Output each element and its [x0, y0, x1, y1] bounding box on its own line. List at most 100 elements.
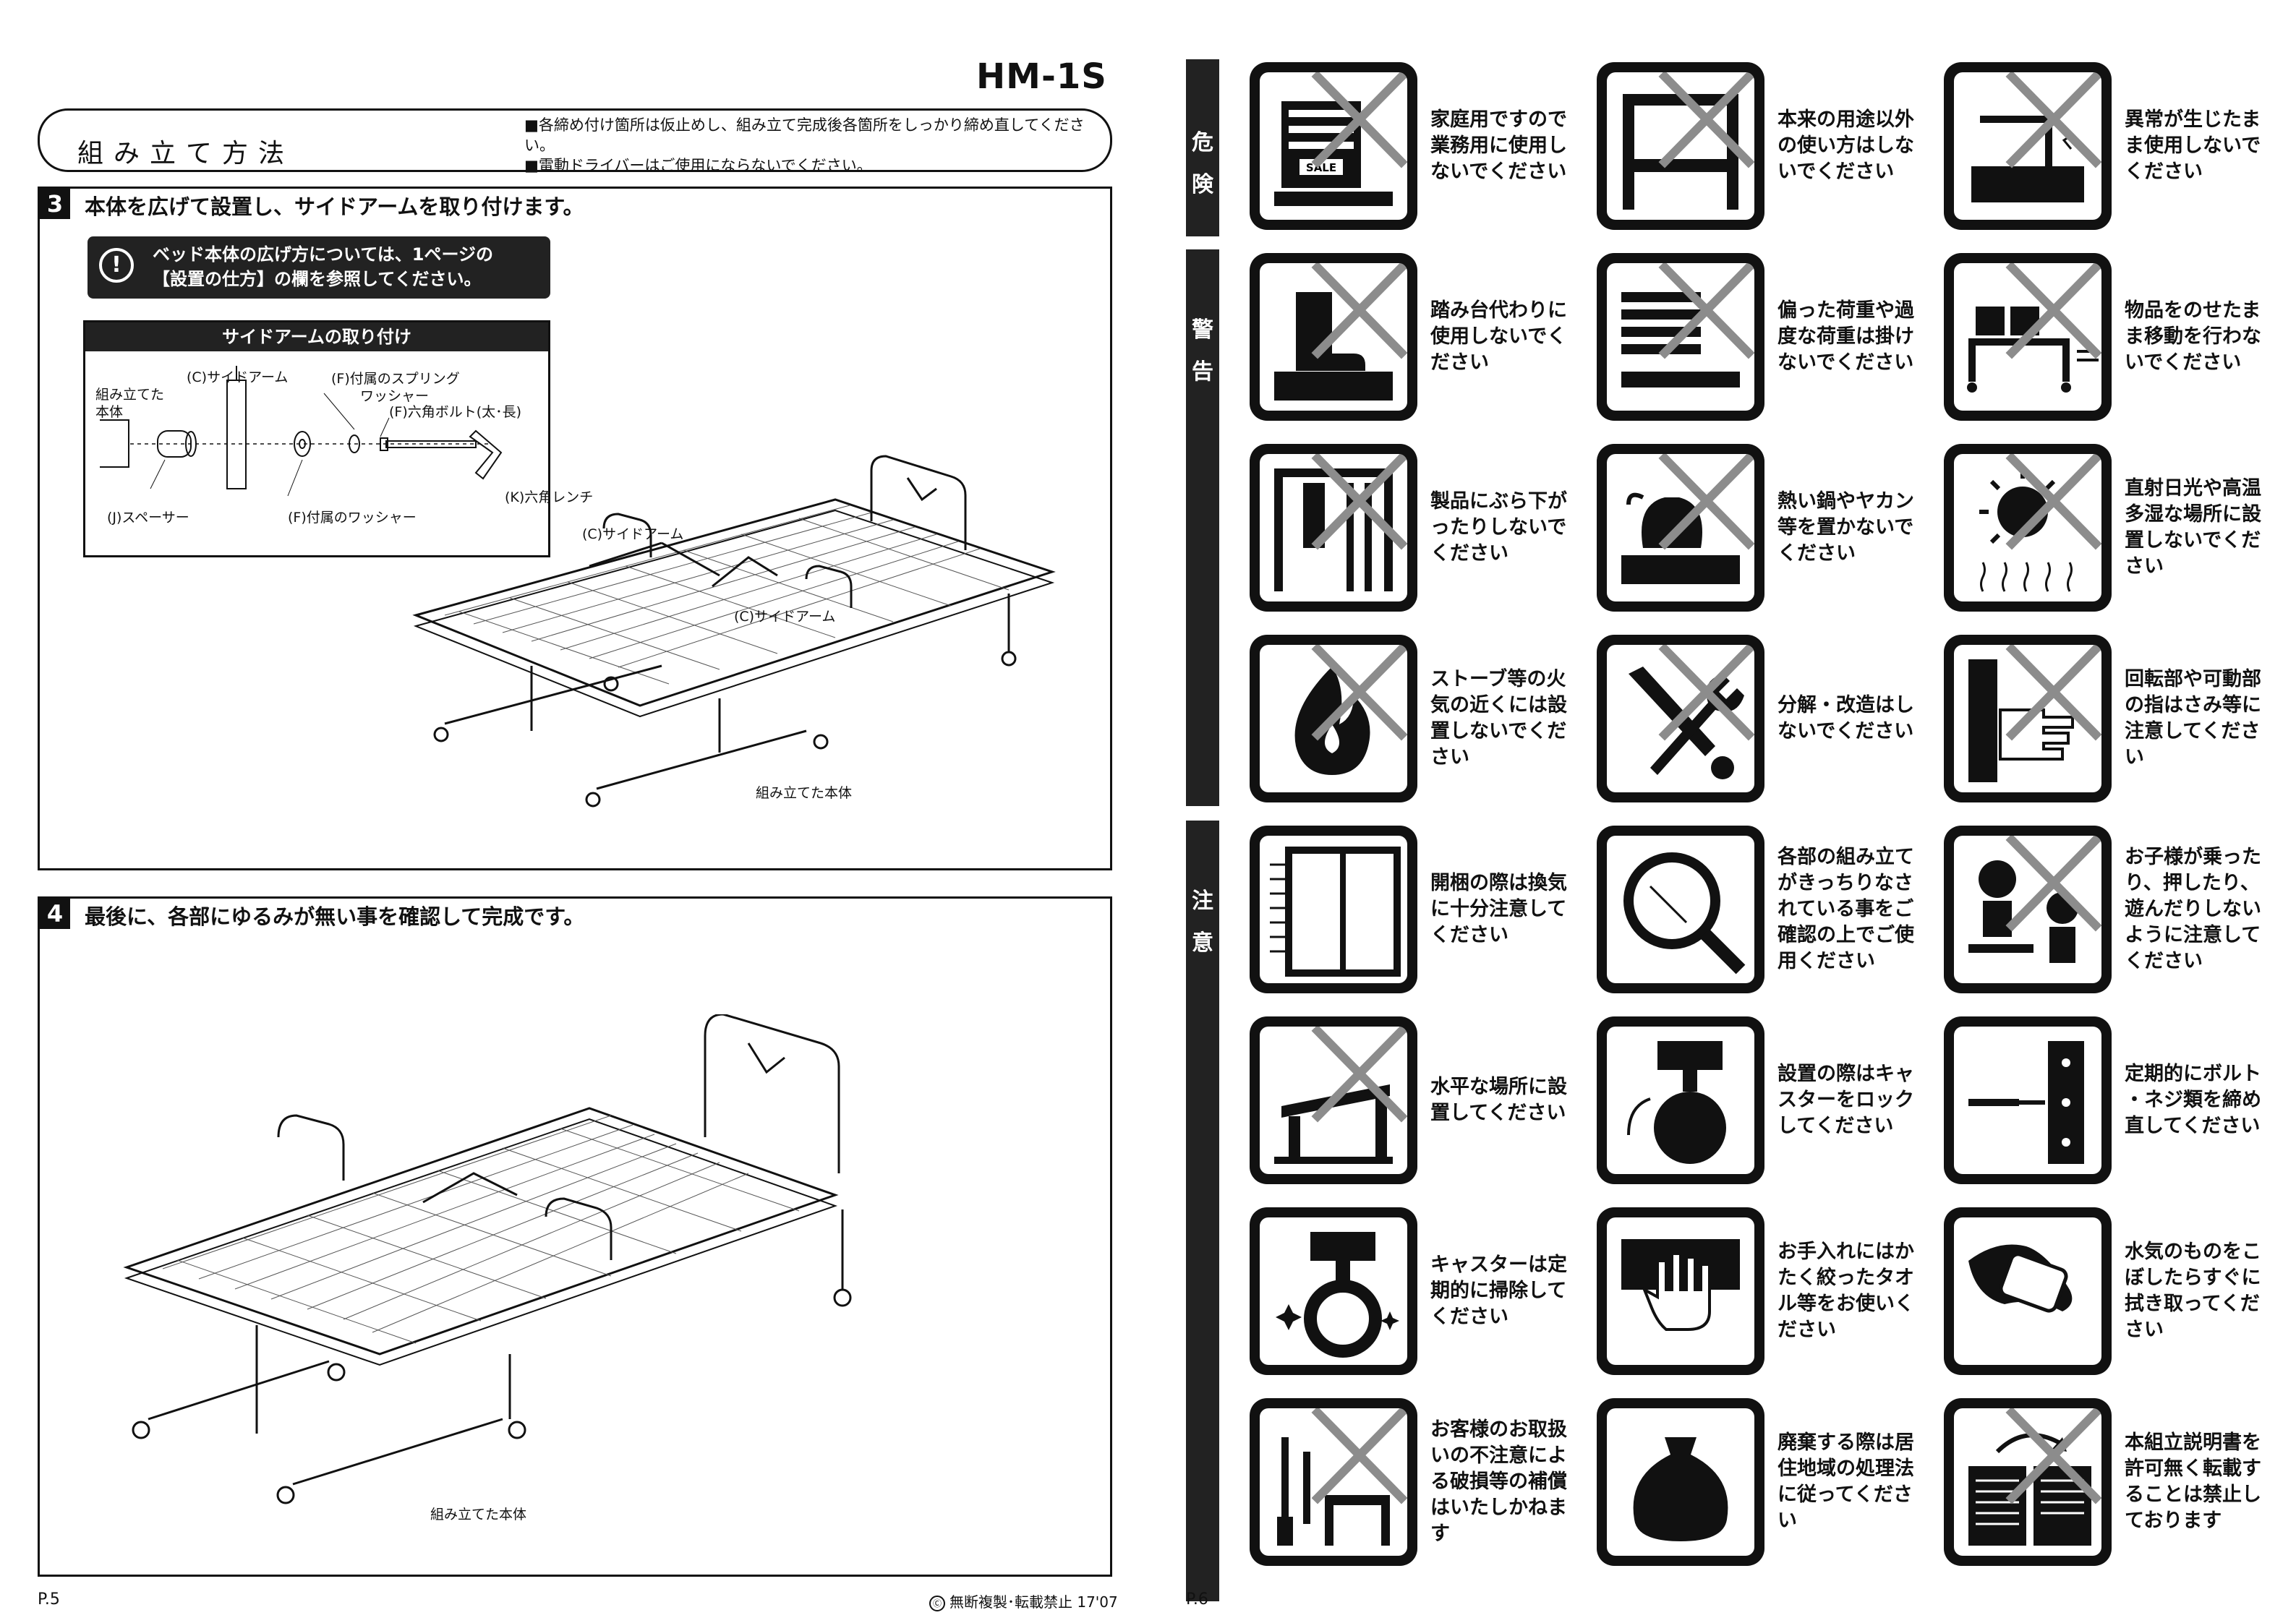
bed-illustration-step3 — [412, 455, 1056, 808]
warning-text-line: いの不注意によ — [1430, 1444, 1567, 1467]
warning-item: 踏み台代わりに使用しないでください — [1250, 253, 1582, 427]
warning-text-line: 開梱の際は換気 — [1430, 872, 1567, 894]
warning-text-line: 拭き取ってくだ — [2125, 1293, 2260, 1315]
step-number: 4 — [40, 899, 70, 929]
label-washer: (F)付属のワッシャー — [288, 510, 417, 526]
warning-text-line: 確認の上でご使 — [1778, 924, 1914, 946]
warning-text-line: 注意してくださ — [2125, 720, 2261, 742]
label-spring-washer: (F)付属のスプリング — [331, 371, 460, 387]
warning-item: 本組立説明書を許可無く転載することは禁止しております — [1944, 1398, 2276, 1572]
step-3-panel: 3 本体を広げて設置し、サイドアームを取り付けます。 ! ベッド本体の広げ方につ… — [38, 187, 1112, 870]
section-char: 危 — [1192, 130, 1213, 155]
caster-lock-icon — [1597, 1016, 1764, 1184]
warning-item: 異常が生じたまま使用しないでください — [1944, 62, 2276, 236]
warning-text-line: す — [1430, 1523, 1450, 1545]
section-danger: 危 険 — [1186, 59, 1219, 236]
bed-illustration-step4 — [123, 1014, 852, 1504]
label-hex-wrench: (K)六角レンチ — [505, 489, 594, 505]
warning-text-line: ることは禁止し — [2125, 1483, 2261, 1506]
warning-item: 偏った荷重や過度な荷重は掛けないでください — [1597, 253, 1929, 427]
tilted-table-icon — [1250, 1016, 1417, 1184]
warning-item: 水気のものをこぼしたらすぐに拭き取ってください — [1944, 1207, 2276, 1381]
warning-text: 家庭用ですので業務用に使用しないでください — [1430, 62, 1579, 230]
copy-document-icon — [1944, 1398, 2112, 1566]
warning-item: 分解・改造はしないでください — [1597, 635, 1929, 808]
stepping-boot-icon — [1250, 253, 1417, 421]
warning-item: 定期的にボルト・ネジ類を締め直してください — [1944, 1016, 2276, 1190]
garbage-bag-icon — [1597, 1398, 1764, 1566]
warning-item: 物品をのせたまま移動を行わないでください — [1944, 253, 2276, 427]
label-side-arm: (C)サイドアーム — [187, 369, 289, 385]
page-number-right: P.6 — [1186, 1590, 1208, 1609]
warning-text-line: 等を置かないで — [1778, 516, 1914, 539]
warning-text: 物品をのせたまま移動を行わないでください — [2125, 253, 2273, 421]
warning-text-line: 住地域の処理法 — [1778, 1457, 1914, 1480]
step-number: 3 — [40, 189, 70, 219]
warning-text: 設置の際はキャスターをロックしてください — [1778, 1016, 1926, 1184]
section-char: 注 — [1192, 888, 1213, 914]
label-assembled-body-main: 組み立てた本体 — [430, 1507, 527, 1523]
step-heading: 最後に、各部にゆるみが無い事を確認して完成です。 — [85, 904, 585, 929]
warning-text-line: 多湿な場所に設 — [2125, 503, 2261, 526]
caster-clean-icon — [1250, 1207, 1417, 1375]
warning-text-line: 使用しないでく — [1430, 325, 1567, 348]
heavy-load-icon — [1597, 253, 1764, 421]
label-assembled-body-main: 組み立てた本体 — [756, 785, 853, 801]
warning-text: 回転部や可動部の指はさみ等に注意してください — [2125, 635, 2273, 802]
pinched-hand-icon — [1944, 635, 2112, 802]
warning-text-line: 直射日光や高温 — [2125, 477, 2261, 500]
warning-text-line: ないでください — [1778, 720, 1914, 742]
warning-item: 開梱の際は換気に十分注意してください — [1250, 826, 1582, 999]
warning-text-line: ください — [1430, 542, 1508, 565]
warning-text: 熱い鍋やヤカン等を置かないでください — [1778, 444, 1926, 612]
warning-text-line: いでください — [2125, 351, 2242, 374]
warning-text-line: さい — [2125, 555, 2164, 578]
warning-text: 本来の用途以外の使い方はしないでください — [1778, 62, 1926, 230]
warning-text-line: 本来の用途以外 — [1778, 108, 1914, 131]
warning-text-line: たく絞ったタオ — [1778, 1267, 1914, 1289]
warning-text-line: 異常が生じたま — [2125, 108, 2261, 131]
warning-text-line: い — [2125, 746, 2144, 768]
magnifier-icon — [1597, 826, 1764, 993]
warning-item: ストーブ等の火気の近くには設置しないでください — [1250, 635, 1582, 808]
title-note: ■各締め付け箇所は仮止めし、組み立て完成後各箇所をしっかり締め直してください。 — [524, 116, 1085, 154]
warning-text: 水気のものをこぼしたらすぐに拭き取ってください — [2125, 1207, 2273, 1375]
warning-text: お子様が乗ったり、押したり、遊んだりしないように注意してください — [2125, 826, 2273, 993]
section-warning: 警 告 — [1186, 249, 1219, 806]
warning-text-line: 置してください — [1430, 1102, 1566, 1124]
warning-text-line: 用ください — [1778, 950, 1875, 972]
title-notes: ■各締め付け箇所は仮止めし、組み立て完成後各箇所をしっかり締め直してください。 … — [524, 115, 1110, 176]
warning-text-line: いでください — [1778, 160, 1895, 183]
section-char: 険 — [1192, 172, 1213, 197]
warning-text: 定期的にボルト・ネジ類を締め直してください — [2125, 1016, 2273, 1184]
label-assembled-body: 組み立てた — [95, 387, 165, 403]
sidearm-detail-panel: サイドアームの取り付け (C)サイドアーム (F — [83, 320, 593, 557]
warning-text-line: 置しないでくだ — [1430, 720, 1567, 742]
warning-text-line: スターをロック — [1778, 1089, 1914, 1111]
section-char: 告 — [1192, 359, 1213, 385]
warning-text-line: はいたしかねま — [1430, 1496, 1567, 1519]
section-char: 意 — [1192, 930, 1213, 956]
section-caution: 注 意 — [1186, 821, 1219, 1601]
warning-text-line: ください — [2125, 160, 2203, 183]
towel-hand-icon — [1597, 1207, 1764, 1375]
note-line: 【設置の仕方】の欄を参照してください。 — [153, 269, 482, 289]
warning-text-line: れている事をご — [1778, 898, 1914, 920]
warning-item: 製品にぶら下がったりしないでください — [1250, 444, 1582, 617]
warning-text-line: 水平な場所に設 — [1430, 1076, 1567, 1098]
moving-cart-icon — [1944, 253, 2112, 421]
note-line: ベッド本体の広げ方については、1ページの — [153, 244, 494, 265]
warning-item: 熱い鍋やヤカン等を置かないでください — [1597, 444, 1929, 617]
warning-text-line: ください — [2125, 950, 2203, 972]
step-4-panel: 4 最後に、各部にゆるみが無い事を確認して完成です。 組み立てた本体 — [38, 896, 1112, 1577]
warning-text-line: ないでください — [1430, 160, 1567, 183]
warning-text-line: の使い方はしな — [1778, 134, 1914, 157]
warning-item: 本来の用途以外の使い方はしないでください — [1597, 62, 1929, 236]
step-heading: 本体を広げて設置し、サイドアームを取り付けます。 — [85, 194, 584, 219]
warning-item: お客様のお取扱いの不注意による破損等の補償はいたしかねます — [1250, 1398, 1582, 1572]
window-icon — [1250, 826, 1417, 993]
warning-text-line: 置しないでくだ — [2125, 529, 2261, 552]
warning-item: お手入れにはかたく絞ったタオル等をお使いください — [1597, 1207, 1929, 1381]
page-title: 組み立て方法 — [77, 139, 295, 168]
wipe-water-icon — [1944, 1207, 2112, 1375]
